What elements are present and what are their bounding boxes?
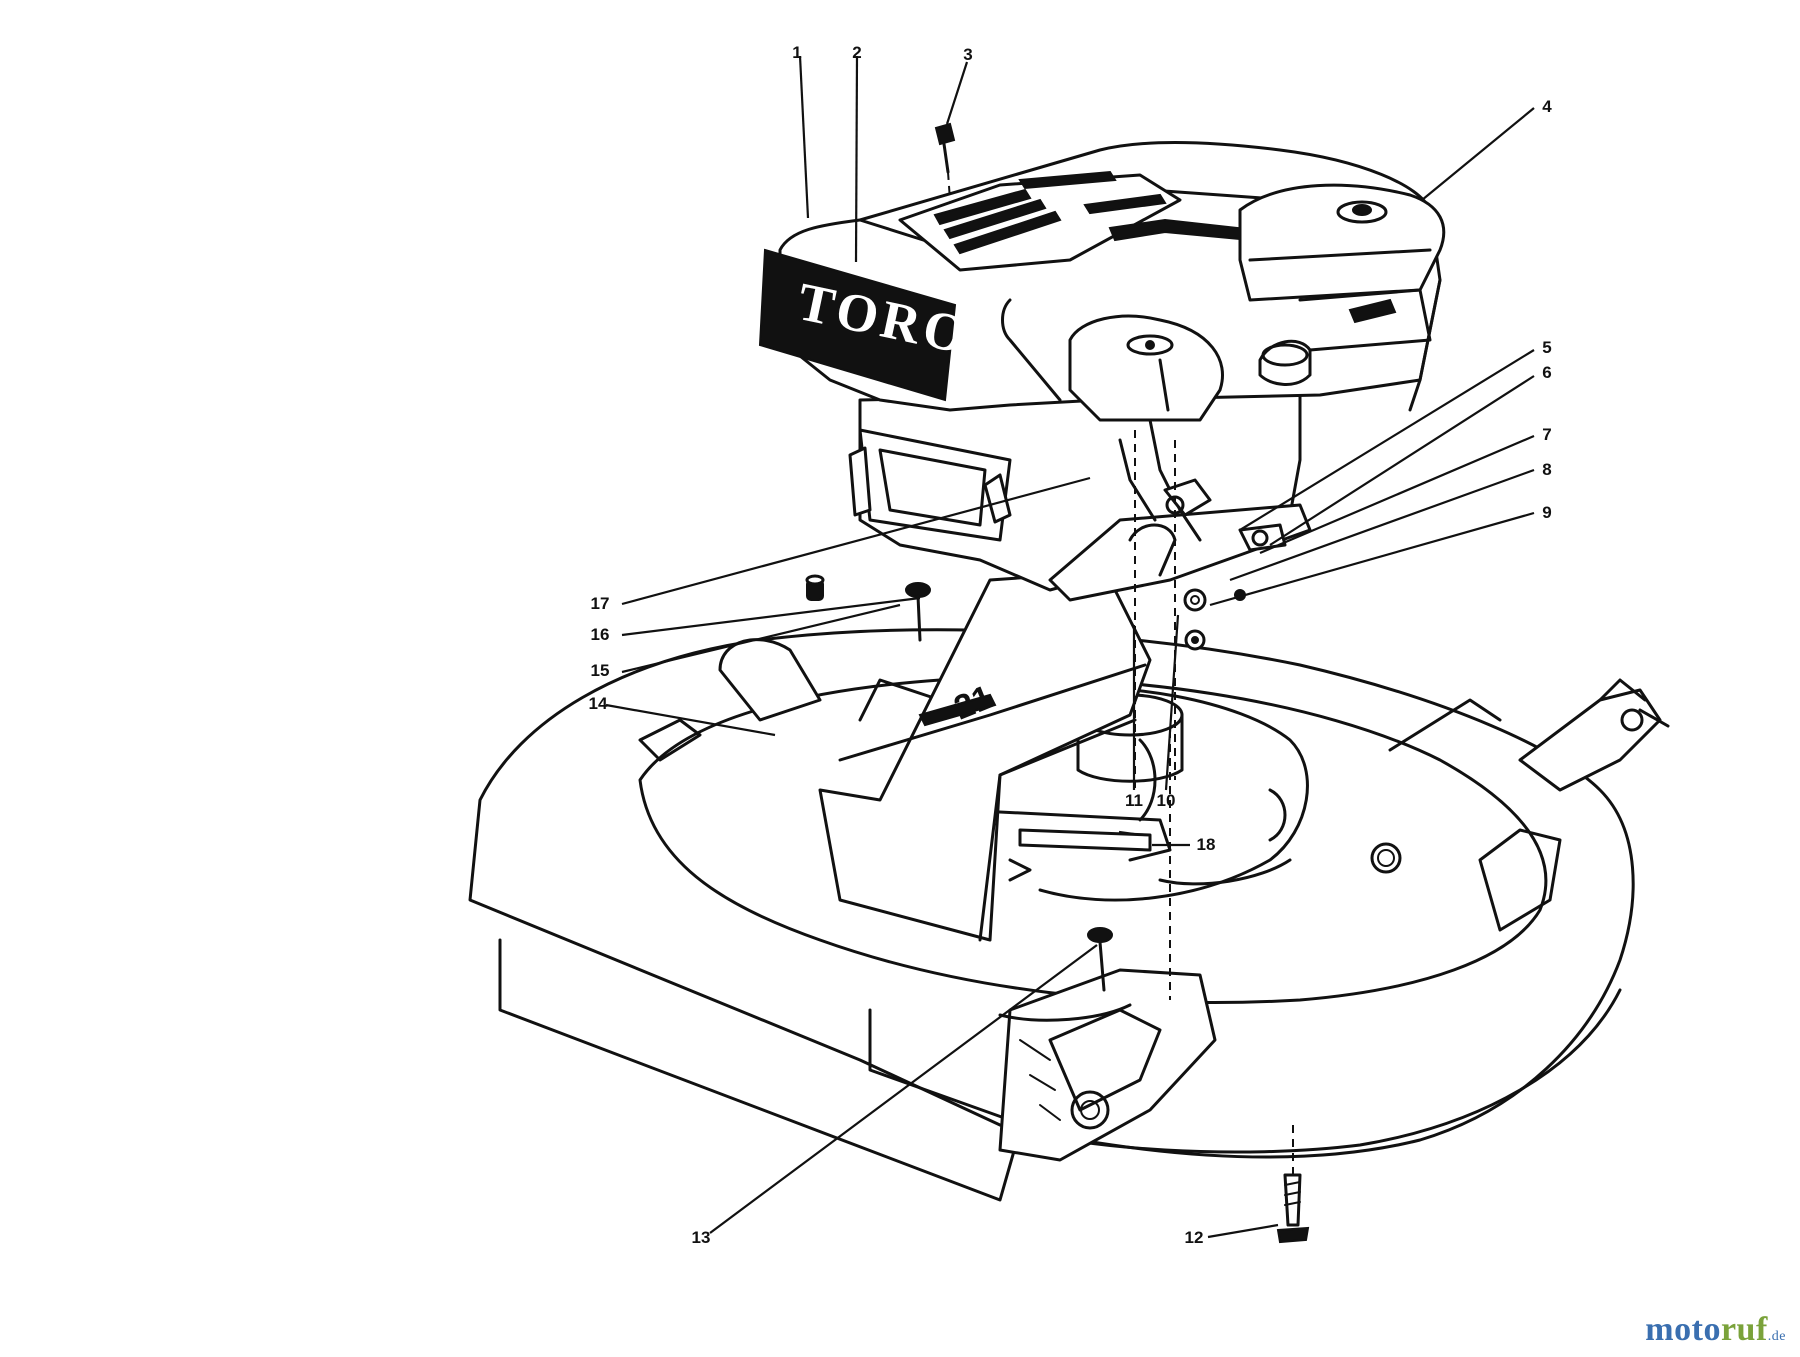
- callout-17: 17: [591, 594, 610, 613]
- callout-4: 4: [1542, 97, 1552, 116]
- watermark-suffix: .de: [1767, 1329, 1786, 1344]
- callout-labels: 1 2 3 4 5 6 7 8 9 10 11 12 13 14 15 16 1…: [589, 43, 1553, 1247]
- callout-18: 18: [1197, 835, 1216, 854]
- fuel-tank: [1238, 183, 1446, 302]
- mounting-screw-13: [1087, 927, 1113, 992]
- mounting-screw-16: [905, 582, 931, 642]
- callout-3: 3: [963, 45, 972, 64]
- callout-5: 5: [1542, 338, 1551, 357]
- shroud-screw: [934, 122, 956, 201]
- baffle-plate: [1018, 828, 1152, 852]
- callout-6: 6: [1542, 363, 1551, 382]
- carburetor: [1068, 314, 1224, 422]
- callout-15: 15: [591, 661, 610, 680]
- hex-nut-9: [1184, 629, 1206, 651]
- discharge-chute-cover: 21: [818, 562, 1152, 942]
- callout-16: 16: [591, 625, 610, 644]
- callout-2: 2: [852, 43, 861, 62]
- callout-8: 8: [1542, 460, 1551, 479]
- engine: TORO: [758, 141, 1446, 790]
- watermark-part1: moto: [1645, 1311, 1721, 1348]
- callout-7: 7: [1542, 425, 1551, 444]
- spacer-nut: [805, 574, 825, 601]
- rear-right-wheel-bracket: [1518, 678, 1670, 792]
- callout-10: 10: [1157, 791, 1176, 810]
- air-intake-grille: [898, 170, 1257, 272]
- mower-deck: [468, 628, 1670, 1202]
- callout-11: 11: [1125, 791, 1143, 810]
- callout-1: 1: [792, 43, 801, 62]
- blade-bolt: [1276, 1125, 1310, 1244]
- front-left-wheel-bracket: [998, 968, 1217, 1162]
- leader-lines: [605, 55, 1535, 1239]
- oil-filler-cap: [1258, 339, 1312, 386]
- callout-13: 13: [692, 1228, 711, 1247]
- site-watermark: motoruf.de: [1645, 1311, 1786, 1349]
- callout-9: 9: [1542, 503, 1551, 522]
- watermark-part2: ruf: [1720, 1311, 1768, 1348]
- callout-14: 14: [589, 694, 608, 713]
- callout-12: 12: [1185, 1228, 1204, 1247]
